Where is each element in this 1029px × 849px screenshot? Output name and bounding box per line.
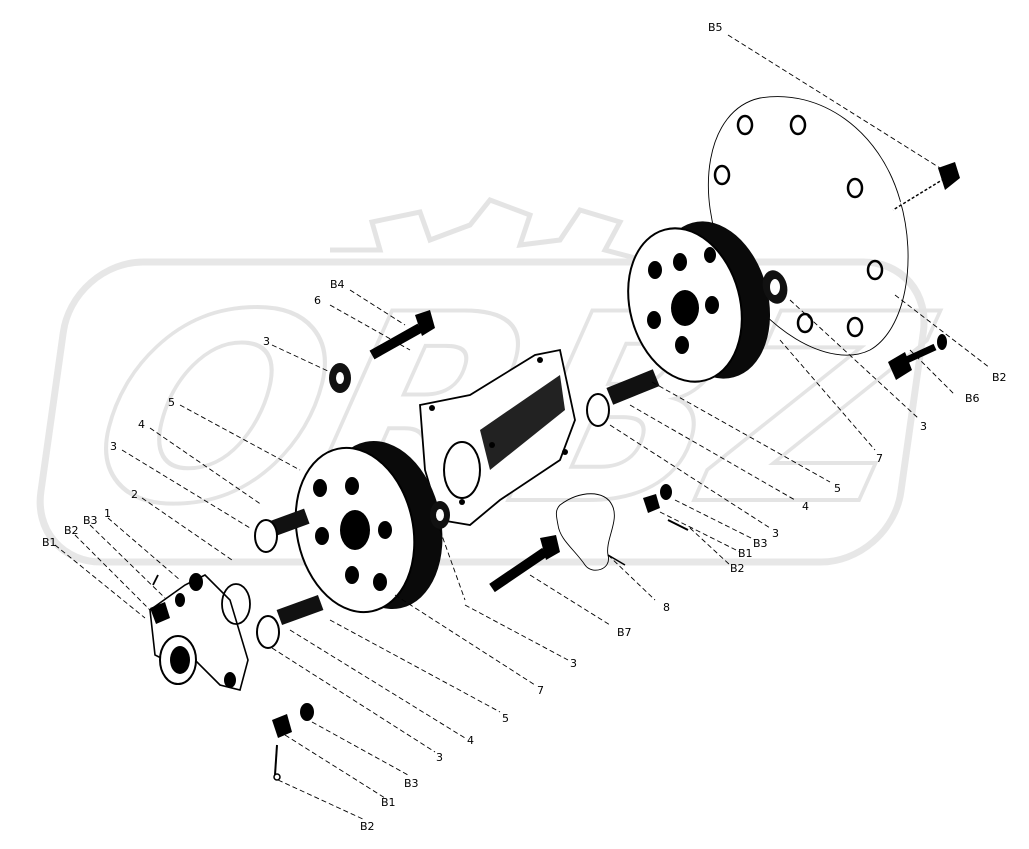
label-3-lower: 3 — [436, 751, 443, 764]
label-3-top: 3 — [263, 335, 270, 348]
watermark-frame — [36, 258, 928, 566]
label-7-left: 7 — [537, 684, 544, 697]
nut-set-right — [643, 484, 689, 531]
bolt-b4 — [329, 310, 435, 393]
label-b2-right: B2 — [992, 371, 1007, 384]
label-7-right: 7 — [876, 452, 883, 465]
label-3-left: 3 — [110, 440, 117, 453]
label-6: 6 — [314, 294, 321, 307]
label-b4: B4 — [330, 278, 345, 291]
label-b3-left: B3 — [83, 514, 98, 527]
label-4-right: 4 — [802, 500, 809, 513]
bolt-b7 — [489, 535, 560, 593]
rubber-disc-left — [294, 440, 443, 614]
central-spider-shaft — [419, 348, 576, 526]
label-b3-bottom: B3 — [404, 777, 419, 790]
label-b2-bottom: B2 — [360, 820, 375, 833]
label-b5: B5 — [708, 21, 723, 34]
label-5-right: 5 — [834, 482, 841, 495]
bushings-right — [586, 369, 660, 427]
label-2: 2 — [131, 488, 138, 501]
nut-set-left-top — [150, 574, 185, 624]
label-4-left: 4 — [138, 418, 145, 431]
label-5-bottom: 5 — [502, 712, 509, 725]
splined-hub — [149, 573, 251, 691]
label-1: 1 — [104, 507, 111, 520]
leader-lines — [54, 34, 991, 821]
label-b7: B7 — [617, 626, 632, 639]
bolt-b5 — [891, 162, 960, 213]
label-b1-right: B1 — [738, 547, 753, 560]
bolt-b6 — [888, 334, 947, 380]
label-b1-left: B1 — [42, 536, 57, 549]
label-5-left: 5 — [168, 396, 175, 409]
flange-plate — [708, 96, 909, 356]
washer-center — [430, 501, 450, 529]
label-b2-mid: B2 — [730, 562, 745, 575]
label-8: 8 — [663, 601, 670, 614]
label-3-bottom: 3 — [570, 657, 577, 670]
label-b1-bottom: B1 — [381, 796, 396, 809]
label-3-mid: 3 — [772, 527, 779, 540]
label-4-bottom: 4 — [467, 734, 474, 747]
watermark-gear — [330, 197, 651, 265]
label-b3-right: B3 — [753, 537, 768, 550]
washer-right — [762, 270, 788, 304]
nut-set-left-bottom — [272, 703, 314, 781]
label-b2-left: B2 — [64, 524, 79, 537]
rubber-disc-right — [627, 221, 771, 383]
part-labels: B5 B4 6 3 5 4 3 2 1 B3 B2 B1 B2 B6 3 7 5… — [42, 21, 1007, 833]
locking-wire — [555, 493, 626, 571]
bushings-left — [254, 508, 324, 649]
label-3-right: 3 — [920, 420, 927, 433]
label-b6: B6 — [965, 392, 980, 405]
